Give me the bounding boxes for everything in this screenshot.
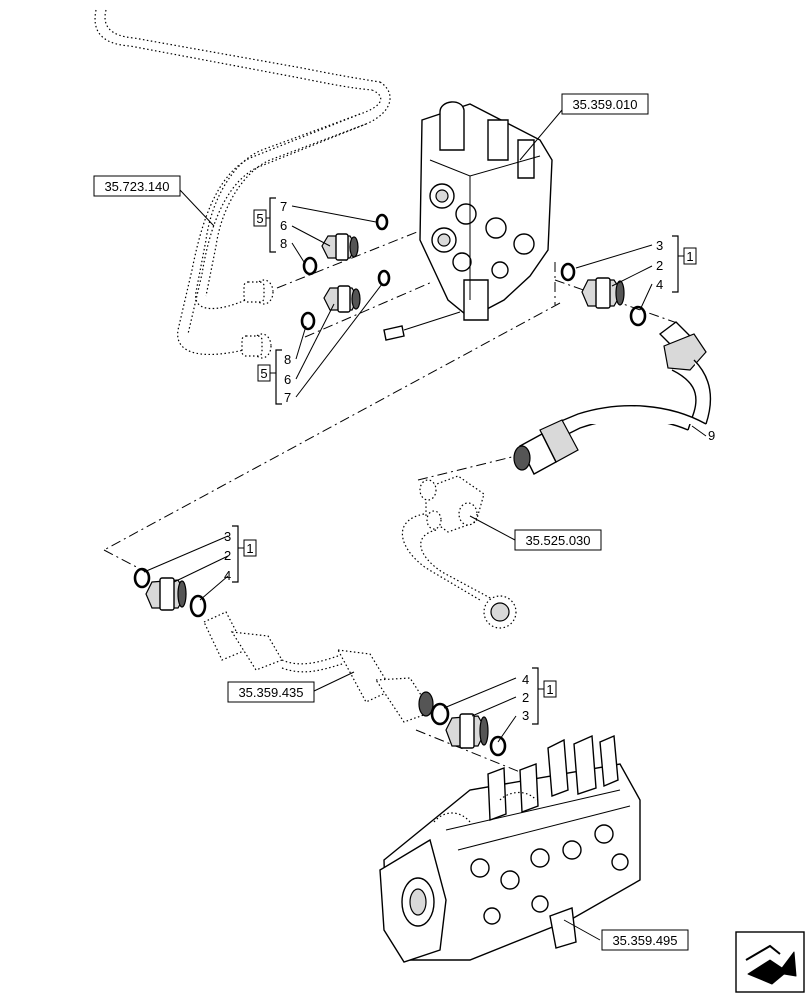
item-number: 4 — [656, 277, 663, 292]
kit-number: 5 — [260, 366, 267, 381]
ref-label: 35.723.140 — [104, 179, 169, 194]
item-number: 6 — [280, 218, 287, 233]
navigation-arrow-icon[interactable] — [735, 931, 805, 993]
hose-assembly-9 — [513, 321, 712, 475]
callout-lower-mid: 4 2 3 1 — [522, 667, 557, 725]
lower-valve-block — [379, 734, 641, 963]
ghost-hose — [203, 611, 434, 723]
middle-left-fittings — [133, 567, 207, 618]
kit-number: 1 — [246, 541, 253, 556]
item-number: 8 — [284, 352, 291, 367]
ref-box-35-359-495[interactable]: 35.359.495 — [601, 929, 689, 951]
item-number: 2 — [656, 258, 663, 273]
item-number: 4 — [224, 568, 231, 583]
upper-left-fittings — [300, 213, 391, 331]
ref-label: 35.359.435 — [238, 685, 303, 700]
ref-label: 35.525.030 — [525, 533, 590, 548]
item-number: 3 — [522, 708, 529, 723]
callout-hose: 9 — [708, 428, 715, 443]
ref-box-35-359-435[interactable]: 35.359.435 — [227, 681, 315, 703]
callout-upper-left-b: 5 8 6 7 — [257, 349, 291, 405]
ref-box-35-723-140[interactable]: 35.723.140 — [93, 175, 181, 197]
ghost-tee-fitting — [401, 475, 517, 629]
item-number: 4 — [522, 672, 529, 687]
upper-right-fittings — [560, 262, 647, 327]
item-number: 2 — [224, 548, 231, 563]
ref-box-35-359-010[interactable]: 35.359.010 — [561, 93, 649, 115]
kit-number: 1 — [546, 682, 553, 697]
callout-upper-right: 3 2 4 1 — [656, 235, 697, 293]
item-number: 7 — [280, 199, 287, 214]
kit-number: 1 — [686, 249, 693, 264]
ref-box-35-525-030[interactable]: 35.525.030 — [514, 529, 602, 551]
upper-control-valve — [383, 101, 553, 341]
callout-middle-left: 3 2 4 1 — [224, 525, 257, 583]
kit-number: 5 — [256, 211, 263, 226]
item-number: 9 — [708, 428, 715, 443]
item-number: 3 — [656, 238, 663, 253]
item-number: 8 — [280, 236, 287, 251]
ref-label: 35.359.495 — [612, 933, 677, 948]
item-number: 6 — [284, 372, 291, 387]
ghost-pipe-assembly — [94, 9, 391, 359]
item-number: 3 — [224, 529, 231, 544]
callout-upper-left-a: 5 7 6 8 — [253, 197, 287, 253]
item-number: 2 — [522, 690, 529, 705]
lower-fittings — [430, 702, 507, 757]
item-number: 7 — [284, 390, 291, 405]
leader-lines — [143, 109, 707, 941]
ref-label: 35.359.010 — [572, 97, 637, 112]
